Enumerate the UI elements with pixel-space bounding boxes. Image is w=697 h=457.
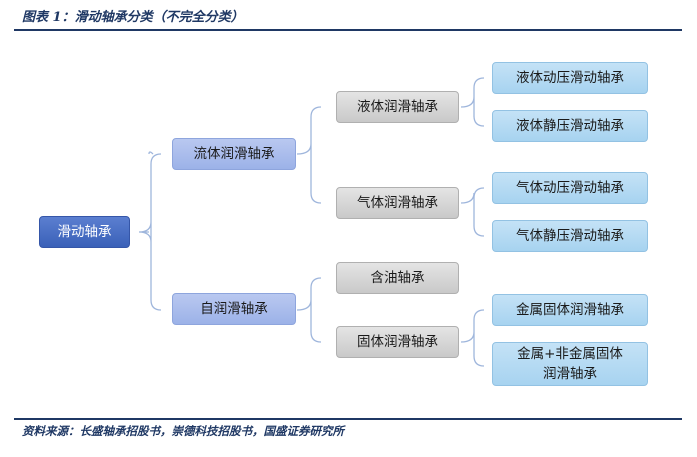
node-metal-solid: 金属固体润滑轴承 [492, 294, 648, 326]
node-metal-nonmetal-solid: 金属+非金属固体 润滑轴承 [492, 342, 648, 386]
node-sliding-bearing: 滑动轴承 [39, 216, 130, 248]
node-metal-nonmetal-line1: 金属+非金属固体 [517, 346, 623, 362]
brace-fluid [296, 106, 322, 204]
node-liquid-hydrostatic: 液体静压滑动轴承 [492, 110, 648, 142]
node-gas-aerodynamic: 气体动压滑动轴承 [492, 172, 648, 204]
brace-solid [460, 309, 485, 367]
figure-caption: 图表 1：滑动轴承分类（不完全分类） [22, 10, 244, 25]
brace-self [296, 277, 322, 343]
source-note: 资料来源：长盛轴承招股书，崇德科技招股书，国盛证券研究所 [22, 424, 344, 438]
node-gas-aerostatic: 气体静压滑动轴承 [492, 220, 648, 252]
brace-root [138, 151, 162, 311]
node-metal-nonmetal-line2: 润滑轴承 [543, 366, 597, 382]
node-fluid-lubricated: 流体润滑轴承 [172, 138, 296, 170]
node-self-lubricating: 自润滑轴承 [172, 293, 296, 325]
top-rule [14, 29, 682, 31]
node-gas-lubricated: 气体润滑轴承 [336, 187, 459, 219]
brace-gas [460, 187, 485, 237]
node-oil-impregnated: 含油轴承 [336, 262, 459, 294]
node-liquid-lubricated: 液体润滑轴承 [336, 91, 459, 123]
bottom-rule [14, 418, 682, 420]
node-liquid-hydrodynamic: 液体动压滑动轴承 [492, 62, 648, 94]
brace-liquid [460, 77, 485, 127]
node-solid-lubricated: 固体润滑轴承 [336, 326, 459, 358]
